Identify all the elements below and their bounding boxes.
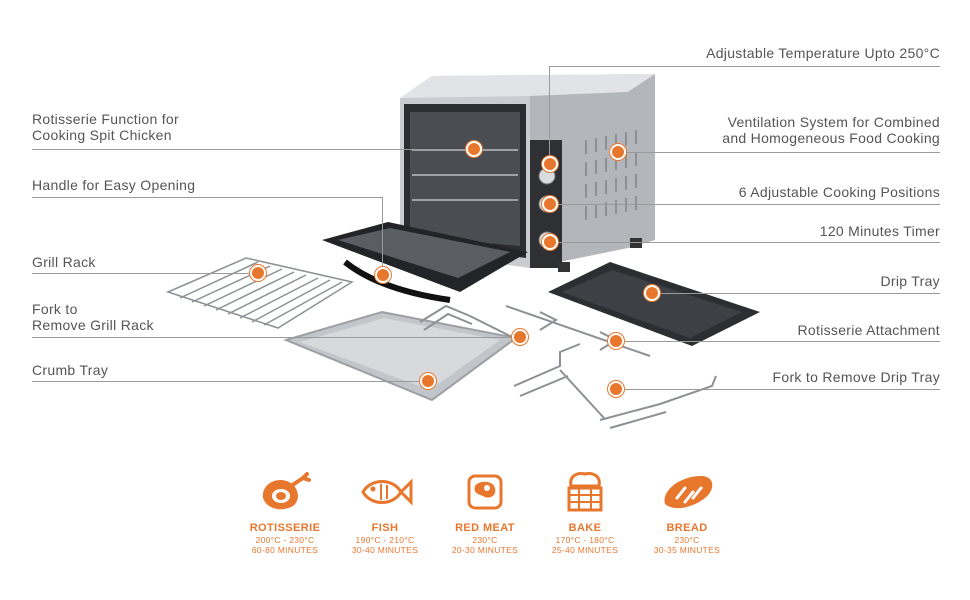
leader-line xyxy=(32,149,474,150)
marker-dot xyxy=(375,267,391,283)
marker-dot xyxy=(512,329,528,345)
marker-dot xyxy=(420,373,436,389)
mode-name: BREAD xyxy=(666,522,708,534)
feature-label-ventilation: Ventilation System for Combined and Homo… xyxy=(722,114,940,146)
cooking-mode-red-meat: RED MEAT 230°C 20-30 MINUTES xyxy=(430,470,540,555)
marker-dot xyxy=(542,234,558,250)
feature-label-grill-fork: Fork to Remove Grill Rack xyxy=(32,301,154,333)
bread-icon xyxy=(664,476,713,509)
mode-temp: 200°C - 230°C xyxy=(255,535,315,545)
steak-icon xyxy=(467,474,503,510)
fish-icon xyxy=(361,478,413,506)
mode-time: 20-30 MINUTES xyxy=(451,545,519,555)
marker-dot xyxy=(608,333,624,349)
feature-label-handle: Handle for Easy Opening xyxy=(32,177,196,193)
cooking-mode-rotisserie: ROTISSERIE 200°C - 230°C 60-80 MINUTES xyxy=(230,470,340,555)
mode-time: 60-80 MINUTES xyxy=(251,545,319,555)
feature-label-timer: 120 Minutes Timer xyxy=(819,223,940,239)
mode-name: FISH xyxy=(371,522,399,534)
mode-temp: 230°C xyxy=(674,535,700,545)
mode-temp: 230°C xyxy=(472,535,498,545)
feature-label-cooking-positions: 6 Adjustable Cooking Positions xyxy=(738,184,940,200)
leader-line xyxy=(549,204,940,205)
leader-line xyxy=(616,389,940,390)
crumb-tray xyxy=(282,310,519,402)
leader-line xyxy=(382,197,383,275)
oven-door xyxy=(322,222,528,303)
mode-time: 25-40 MINUTES xyxy=(551,545,619,555)
leader-line xyxy=(32,273,258,274)
feature-label-rotisserie-attachment: Rotisserie Attachment xyxy=(797,322,940,338)
grill-fork xyxy=(419,304,519,341)
chicken-icon xyxy=(262,472,311,510)
leader-line xyxy=(32,197,382,198)
cake-icon xyxy=(567,472,603,512)
drip-tray-fork xyxy=(513,343,717,429)
leader-line xyxy=(549,242,940,243)
mode-temp: 190°C - 210°C xyxy=(355,535,415,545)
feature-label-drip-fork: Fork to Remove Drip Tray xyxy=(772,369,940,385)
feature-label-grill-rack: Grill Rack xyxy=(32,254,96,270)
mode-name: ROTISSERIE xyxy=(249,522,321,534)
mode-temp: 170°C - 180°C xyxy=(555,535,615,545)
leader-line xyxy=(549,66,940,67)
leader-line xyxy=(549,66,550,162)
leader-line xyxy=(32,337,520,338)
mode-time: 30-40 MINUTES xyxy=(351,545,419,555)
grill-rack xyxy=(165,257,354,329)
feature-label-temperature: Adjustable Temperature Upto 250°C xyxy=(706,45,940,61)
marker-dot xyxy=(610,144,626,160)
marker-dot xyxy=(644,285,660,301)
leader-line xyxy=(652,293,940,294)
drip-tray xyxy=(548,262,760,346)
feature-label-crumb-tray: Crumb Tray xyxy=(32,362,109,378)
mode-time: 30-35 MINUTES xyxy=(653,545,721,555)
cooking-mode-bake: BAKE 170°C - 180°C 25-40 MINUTES xyxy=(530,470,640,555)
marker-dot xyxy=(466,141,482,157)
cooking-mode-bread: BREAD 230°C 30-35 MINUTES xyxy=(632,470,742,555)
feature-label-drip-tray: Drip Tray xyxy=(880,273,940,289)
marker-dot xyxy=(608,381,624,397)
marker-dot xyxy=(542,196,558,212)
mode-name: BAKE xyxy=(568,522,602,534)
mode-name: RED MEAT xyxy=(455,522,515,534)
leader-line xyxy=(616,341,940,342)
cooking-mode-fish: FISH 190°C - 210°C 30-40 MINUTES xyxy=(330,470,440,555)
leader-line xyxy=(32,381,428,382)
marker-dot xyxy=(250,265,266,281)
marker-dot xyxy=(542,156,558,172)
leader-line xyxy=(618,152,940,153)
feature-label-rotisserie: Rotisserie Function for Cooking Spit Chi… xyxy=(32,111,179,143)
